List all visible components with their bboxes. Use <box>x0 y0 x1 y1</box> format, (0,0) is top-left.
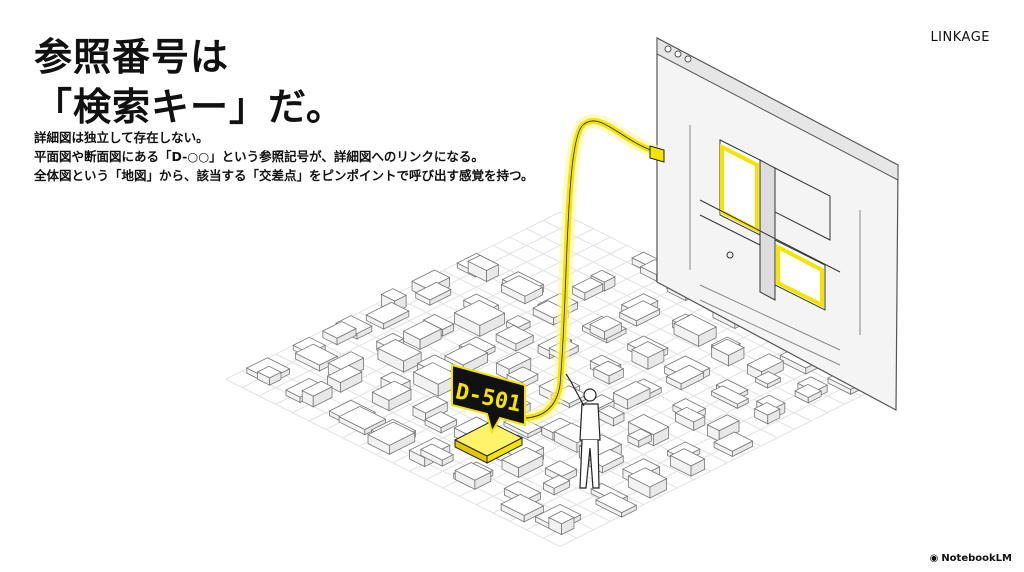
map-building <box>544 460 578 477</box>
map-building <box>495 351 532 370</box>
map-grid-line <box>225 378 561 547</box>
map-building <box>422 314 455 330</box>
map-building <box>571 277 604 294</box>
map-building <box>294 343 339 366</box>
map-building <box>673 314 718 337</box>
link-cable <box>514 113 665 426</box>
map-building <box>754 371 782 385</box>
map-building <box>412 395 449 414</box>
map-building <box>335 315 373 335</box>
map-building <box>592 360 625 377</box>
map-building <box>631 341 665 359</box>
map-building <box>380 288 408 302</box>
map-building <box>706 414 740 432</box>
map-building <box>256 365 282 379</box>
map-building <box>412 362 459 385</box>
map-building <box>501 446 544 469</box>
map-building <box>746 353 785 373</box>
map-grid-line <box>543 370 878 539</box>
map-building <box>542 474 571 489</box>
map-building <box>547 510 575 525</box>
map-building <box>753 402 781 416</box>
window-dot-icon <box>664 45 672 53</box>
body-line-3: 全体図という「地図」から、該当する「交差点」をピンポイントで呼び出す感覚を持つ。 <box>34 168 534 183</box>
body-line-2: 平面図や断面図にある「D-○○」という参照記号が、詳細図へのリンクになる。 <box>34 149 484 164</box>
map-building <box>794 383 823 398</box>
map-building <box>377 339 423 362</box>
map-building <box>371 380 412 401</box>
map-building <box>495 324 535 345</box>
body-line-1: 詳細図は独立して存在しない。 <box>34 130 209 145</box>
map-building <box>444 343 489 366</box>
map-building <box>453 299 506 326</box>
map-building <box>367 421 416 446</box>
map-building <box>467 254 500 271</box>
section-label: LINKAGE <box>930 30 990 45</box>
map-building <box>414 281 452 301</box>
detail-drawing-window <box>656 37 899 411</box>
footer-logo: ◉ NotebookLM <box>930 553 1012 564</box>
map-grid-line <box>509 353 845 522</box>
map-building <box>627 428 653 442</box>
map-building <box>589 315 623 333</box>
map-building <box>590 269 616 283</box>
map-building <box>618 300 661 322</box>
slide-title: 参照番号は 「検索キー」だ。 <box>34 32 345 132</box>
person-figure <box>565 373 601 489</box>
map-building <box>505 315 531 328</box>
map-building <box>669 448 706 467</box>
footer-logo-text: NotebookLM <box>941 553 1012 564</box>
map-building <box>419 443 454 461</box>
map-building <box>540 417 572 434</box>
map-building <box>424 411 458 428</box>
map-building <box>627 414 670 436</box>
map-building <box>500 493 545 516</box>
slide-title-line-1: 参照番号は <box>34 35 230 79</box>
window-dot-icon <box>684 55 692 63</box>
map-building <box>454 462 492 481</box>
map-building <box>402 320 443 340</box>
map-building <box>710 338 745 356</box>
section-detail-drawing <box>689 125 861 366</box>
map-building <box>665 364 705 385</box>
map-building <box>365 301 410 325</box>
map-building <box>321 321 357 339</box>
map-building <box>500 275 544 297</box>
highlighted-block <box>453 421 524 464</box>
map-building <box>326 364 363 384</box>
map-building <box>627 467 668 488</box>
map-building <box>674 406 706 423</box>
map-building <box>301 380 333 397</box>
map-building <box>506 366 539 383</box>
map-building <box>597 405 625 419</box>
notebooklm-logo-icon: ◉ <box>929 553 939 564</box>
map-building <box>710 385 750 405</box>
map-building <box>338 405 387 430</box>
slide-body: 詳細図は独立して存在しない。 平面図や断面図にある「D-○○」という参照記号が、… <box>34 128 534 185</box>
map-building <box>612 380 651 401</box>
map-grid-line <box>559 378 895 547</box>
slide-title-line-2: 「検索キー」だ。 <box>34 85 345 129</box>
window-dot-icon <box>674 50 682 58</box>
map-building <box>595 492 638 514</box>
map-building <box>713 431 754 452</box>
